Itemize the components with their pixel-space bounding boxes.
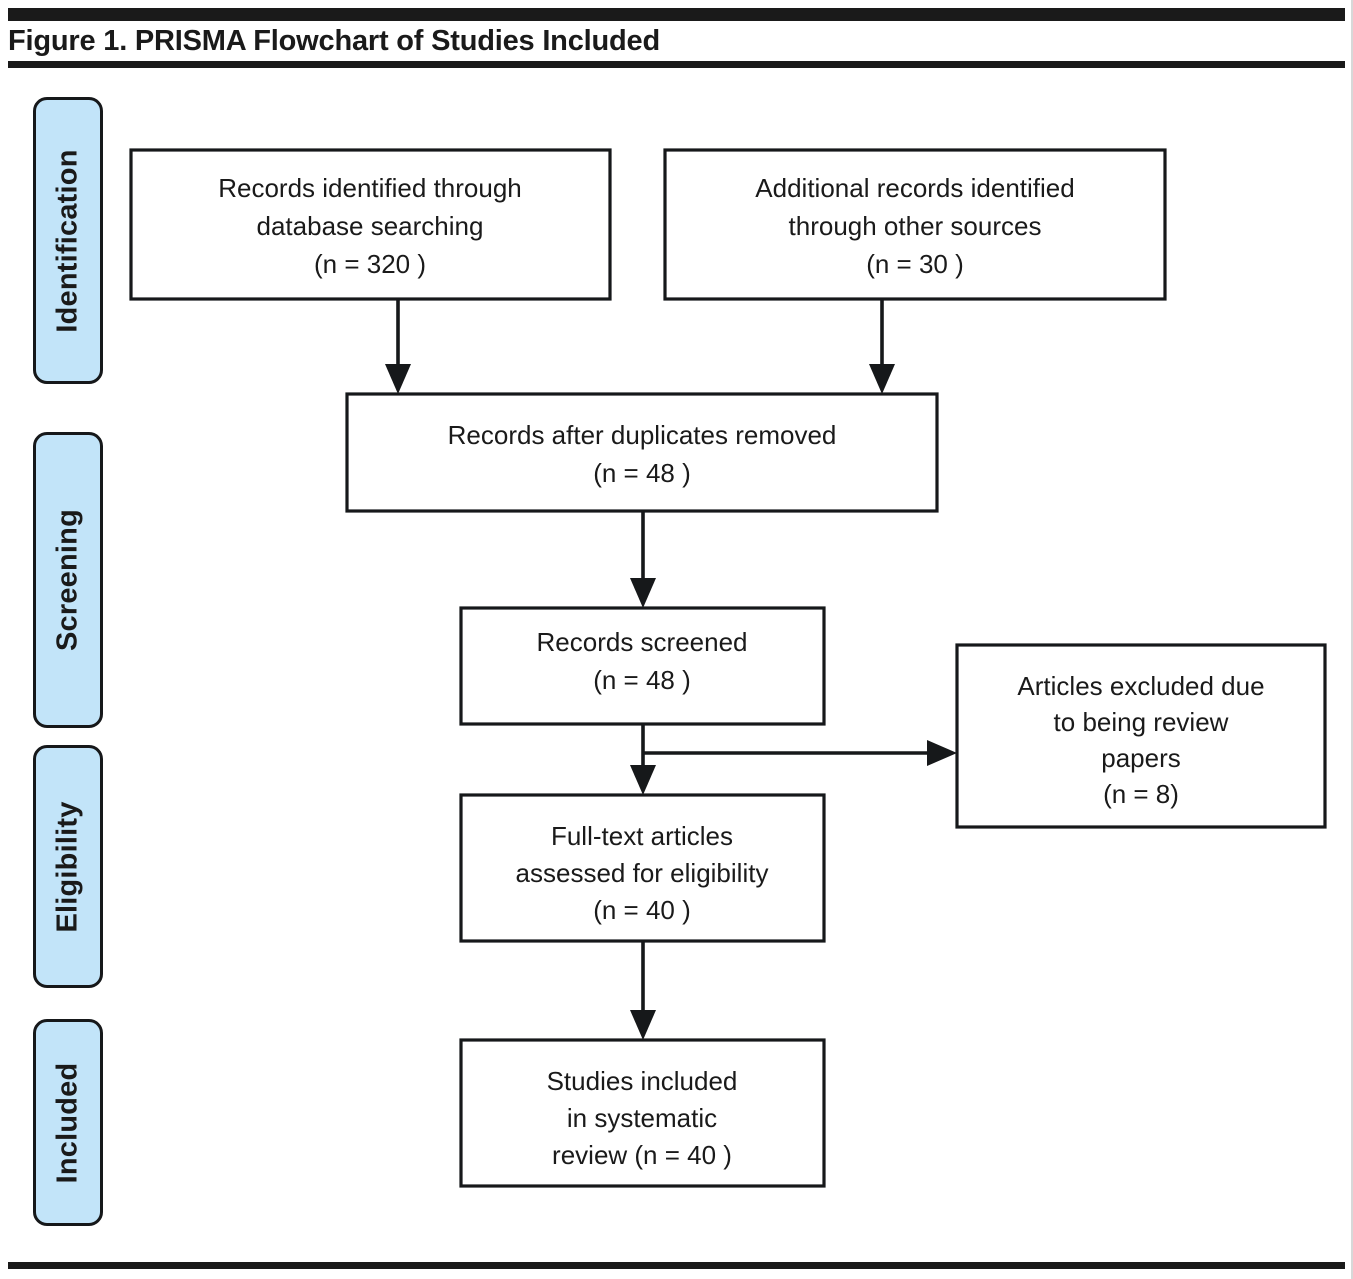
node-full-text-line2: assessed for eligibility: [516, 858, 769, 888]
bottom-rule: [8, 1262, 1345, 1269]
connector-duplicates-to-screened: [630, 511, 656, 608]
node-db-search-line3: (n = 320 ): [314, 249, 426, 279]
node-articles-excluded: Articles excluded due to being review pa…: [955, 643, 1327, 829]
node-records-identified-database: Records identified through database sear…: [129, 148, 612, 301]
node-articles-excluded-line4: (n = 8): [1103, 779, 1179, 809]
node-studies-included: Studies included in systematic review (n…: [459, 1038, 826, 1188]
stage-tab-identification: Identification: [33, 97, 103, 384]
node-studies-included-line3: review (n = 40 ): [552, 1140, 732, 1170]
node-other-sources-line3: (n = 30 ): [866, 249, 964, 279]
node-articles-excluded-line1: Articles excluded due: [1017, 671, 1264, 701]
connector-screened-to-excluded: [643, 740, 957, 766]
top-rule: [8, 8, 1345, 21]
node-duplicates-line2: (n = 48 ): [593, 458, 691, 488]
node-articles-excluded-line3: papers: [1101, 743, 1181, 773]
node-articles-excluded-line2: to being review: [1054, 707, 1229, 737]
node-full-text-line3: (n = 40 ): [593, 895, 691, 925]
node-db-search-line2: database searching: [257, 211, 484, 241]
node-db-search-line1: Records identified through: [218, 173, 522, 203]
page-title: Figure 1. PRISMA Flowchart of Studies In…: [8, 25, 660, 57]
node-records-screened: Records screened (n = 48 ): [459, 606, 826, 726]
title-rule: [8, 61, 1345, 68]
stage-tab-included: Included: [33, 1019, 103, 1226]
node-duplicates-line1: Records after duplicates removed: [448, 420, 837, 450]
node-studies-included-line1: Studies included: [547, 1066, 738, 1096]
connector-fulltext-to-included: [630, 941, 656, 1040]
stage-tab-eligibility: Eligibility: [33, 745, 103, 988]
node-other-sources-line1: Additional records identified: [755, 173, 1074, 203]
node-records-screened-line2: (n = 48 ): [593, 665, 691, 695]
node-records-screened-line1: Records screened: [537, 627, 748, 657]
connector-db-search-to-duplicates: [385, 299, 411, 394]
node-full-text-assessed: Full-text articles assessed for eligibil…: [459, 793, 826, 943]
node-additional-records-other-sources: Additional records identified through ot…: [663, 148, 1167, 301]
connector-other-sources-to-duplicates: [869, 299, 895, 394]
connector-screened-to-fulltext: [630, 724, 656, 795]
node-full-text-line1: Full-text articles: [551, 821, 733, 851]
stage-tab-screening: Screening: [33, 432, 103, 728]
node-records-after-duplicates-removed: Records after duplicates removed (n = 48…: [345, 392, 939, 513]
node-other-sources-line2: through other sources: [789, 211, 1042, 241]
node-studies-included-line2: in systematic: [567, 1103, 717, 1133]
